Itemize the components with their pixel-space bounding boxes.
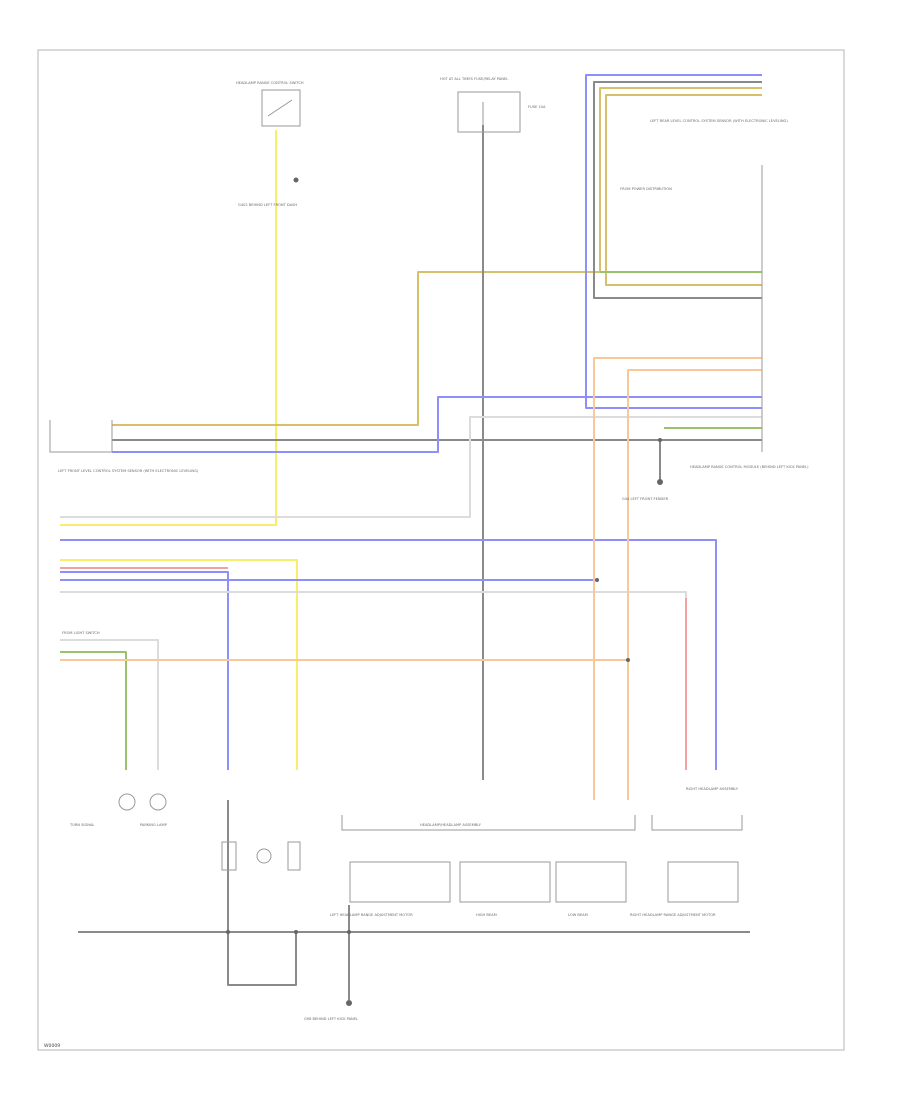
label-low-beam: LOW BEAM bbox=[568, 913, 588, 917]
label-fuse-panel: HOT AT ALL TIMES FUSE/RELAY PANEL bbox=[440, 77, 508, 81]
ground-symbol bbox=[346, 1000, 352, 1006]
diagram-footer-code: W0009 bbox=[44, 1043, 60, 1049]
ground-symbol bbox=[293, 177, 299, 183]
left-headlamp-box bbox=[341, 815, 636, 831]
wire-white-lamp bbox=[60, 639, 159, 770]
diagram-frame bbox=[37, 49, 845, 1051]
label-from-light-switch: FROM LIGHT SWITCH bbox=[62, 631, 100, 635]
left-low-beam bbox=[555, 861, 627, 903]
label-ground-g2: G44 LEFT FRONT FENDER bbox=[622, 497, 669, 501]
wire-black-ground-a bbox=[227, 800, 297, 986]
wire-white-parking bbox=[60, 591, 687, 598]
wire-orange-module-a bbox=[593, 357, 762, 800]
right-range-motor bbox=[667, 861, 739, 903]
wire-blue-motor bbox=[60, 571, 229, 770]
junction-dot bbox=[595, 578, 599, 582]
wire-tan-top-a bbox=[599, 87, 762, 272]
wire-yellow-lamp bbox=[60, 559, 298, 770]
right-headlamp-box bbox=[651, 815, 743, 831]
left-range-motor-small bbox=[221, 841, 237, 871]
junction-dot bbox=[626, 658, 630, 662]
label-left-rear-level-sensor: LEFT REAR LEVEL CONTROL SYSTEM SENSOR (W… bbox=[650, 119, 788, 123]
label-right-range-motor: RIGHT HEADLAMP RANGE ADJUSTMENT MOTOR bbox=[630, 913, 716, 917]
left-high-beam-icon bbox=[256, 848, 272, 864]
label-right-headlamp-assembly: RIGHT HEADLAMP ASSEMBLY bbox=[686, 787, 739, 791]
wire-tan-sensor bbox=[112, 271, 762, 426]
wire-green-lamp bbox=[60, 651, 127, 770]
junction-dot bbox=[658, 438, 662, 442]
left-range-motor bbox=[349, 861, 451, 903]
left-low-beam-small bbox=[287, 841, 301, 871]
fuse-panel-box bbox=[457, 91, 521, 133]
label-fuse: FUSE 10A bbox=[528, 105, 546, 109]
label-left-range-motor: LEFT HEADLAMP RANGE ADJUSTMENT MOTOR bbox=[330, 913, 413, 917]
left-level-sensor-box bbox=[49, 420, 113, 453]
junction-dot bbox=[294, 930, 298, 934]
wire-blue-top bbox=[585, 74, 762, 409]
label-left-front-level-sensor: LEFT FRONT LEVEL CONTROL SYSTEM SENSOR (… bbox=[58, 469, 199, 473]
ground-symbol bbox=[657, 479, 663, 485]
wire-orange-module-b bbox=[627, 369, 762, 800]
label-high-beam: HIGH BEAM bbox=[476, 913, 497, 917]
label-ground-g1: G402 BEHIND LEFT FRONT DASH bbox=[238, 203, 297, 207]
wire-black-top bbox=[593, 81, 762, 299]
junction-dot bbox=[226, 930, 230, 934]
turn-signal-lamp-icon bbox=[118, 793, 136, 811]
label-headlamp-range-module: HEADLAMP RANGE CONTROL MODULE (BEHIND LE… bbox=[690, 465, 809, 469]
range-switch-box bbox=[261, 89, 301, 127]
wire-yellow-switch bbox=[60, 130, 277, 526]
label-parking-lamp: PARKING LAMP bbox=[140, 823, 168, 827]
label-ground-g3: G98 BEHIND LEFT KICK PANEL bbox=[304, 1017, 358, 1021]
wire-tan-top-b bbox=[605, 94, 762, 286]
junction-dot bbox=[347, 930, 351, 934]
wire-blue-right bbox=[60, 539, 717, 770]
range-switch-contact bbox=[267, 99, 293, 117]
wire-white-sensor bbox=[60, 416, 762, 518]
label-turn-signal: TURN SIGNAL bbox=[69, 823, 94, 827]
label-from-power-dist: FROM POWER DISTRIBUTION bbox=[620, 187, 672, 191]
label-left-headlamp-assembly: HEADLAMP/HEADLAMP ASSEMBLY bbox=[420, 823, 482, 827]
wire-blue-sensor bbox=[112, 396, 762, 453]
label-range-switch: HEADLAMP RANGE CONTROL SWITCH bbox=[236, 81, 304, 85]
parking-lamp-icon bbox=[149, 793, 167, 811]
left-high-beam bbox=[459, 861, 551, 903]
